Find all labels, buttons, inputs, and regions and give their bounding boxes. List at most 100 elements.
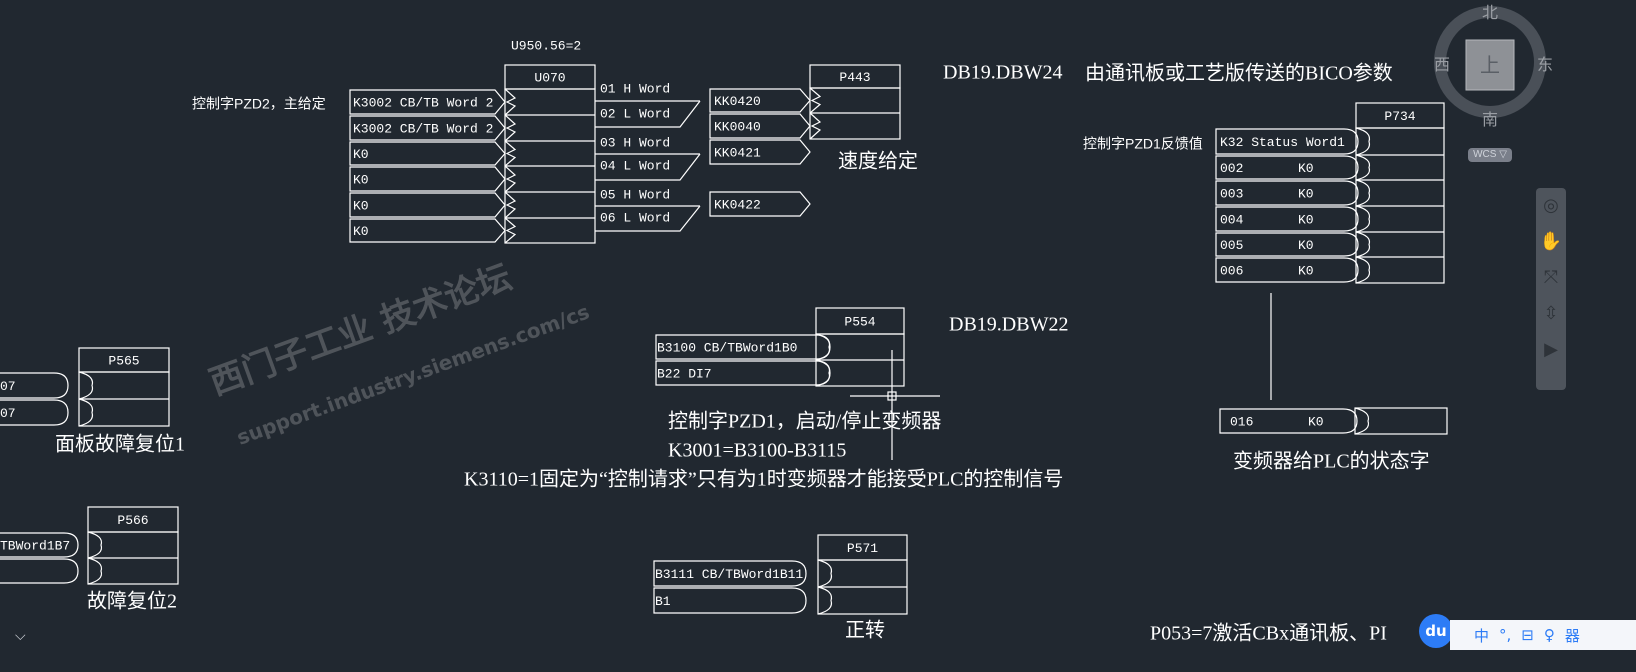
viewcube-face[interactable]	[1465, 39, 1515, 91]
kk-connector[interactable]: KK0421	[709, 139, 811, 165]
connector-label: 07	[0, 406, 16, 421]
ime-language-toggle[interactable]: 中	[1474, 626, 1490, 645]
connector-label: B3100 CB/TBWord1B0	[657, 340, 797, 355]
u070-input[interactable]: K0	[349, 141, 506, 166]
u070-input[interactable]: K0	[349, 218, 506, 243]
input-socket	[809, 112, 822, 140]
output-wire	[595, 153, 701, 181]
chevron-down-icon[interactable]: ⌵	[15, 628, 26, 644]
connector-label: KK0040	[714, 119, 761, 134]
p554-block[interactable]: P554	[815, 307, 905, 387]
u070-block[interactable]: U070	[504, 64, 596, 244]
output-wire	[595, 100, 701, 128]
p565-input[interactable]: 07	[0, 399, 69, 426]
p734-input[interactable]: K32 Status Word1	[1215, 128, 1359, 155]
connector-value: K0	[1298, 238, 1314, 253]
connector-shape	[1219, 408, 1358, 434]
connector-shape	[349, 89, 506, 115]
connector-shape	[709, 139, 811, 165]
connector-label: K0	[353, 198, 369, 213]
compass-east[interactable]: 东	[1537, 55, 1553, 74]
orbit-icon[interactable]: ⇳	[1543, 303, 1559, 324]
ime-menu-icon[interactable]: 器	[1564, 626, 1580, 645]
compass-ring[interactable]	[1434, 6, 1546, 118]
input-socket	[817, 559, 833, 588]
kk-connector[interactable]: KK0422	[709, 191, 811, 217]
ime-toolbox-icon[interactable]: ⊟	[1521, 626, 1534, 644]
connector-shape	[1215, 155, 1359, 180]
u070-input[interactable]: K0	[349, 166, 506, 192]
p571-block[interactable]: P571	[817, 534, 908, 615]
viewcube[interactable]: 上 北 南 西 东	[1434, 3, 1553, 129]
compass-north[interactable]: 北	[1482, 3, 1498, 22]
wcs-dropdown[interactable]: WCS ▽	[1468, 148, 1512, 162]
p565-block[interactable]: P565	[78, 347, 170, 427]
showmotion-icon[interactable]: ▶	[1544, 339, 1558, 360]
input-socket	[1355, 205, 1371, 233]
input-socket	[78, 398, 94, 427]
pan-hand-icon[interactable]: ✋	[1539, 231, 1563, 252]
output-wire	[595, 205, 701, 232]
u070-input[interactable]: K3002 CB/TB Word 2	[349, 115, 506, 141]
p565-caption: 面板故障复位1	[55, 433, 185, 456]
connector-label: KK0421	[714, 145, 761, 160]
connector-shape	[349, 166, 506, 192]
steering-wheel-icon[interactable]: ◎	[1543, 195, 1559, 216]
connector-shape	[1215, 206, 1359, 232]
input-socket	[1355, 231, 1371, 258]
connector-label: K0	[353, 224, 369, 239]
p734-extra-block[interactable]	[1354, 407, 1448, 435]
p734-block[interactable]: P734	[1355, 102, 1445, 284]
ime-user-icon[interactable]: ♀	[1543, 626, 1555, 644]
connector-label: 004	[1220, 212, 1244, 227]
connector-label: 005	[1220, 238, 1243, 253]
p566-block[interactable]: P566	[87, 506, 179, 585]
input-socket	[504, 191, 517, 219]
input-socket	[504, 88, 517, 116]
compass-south[interactable]: 南	[1482, 110, 1498, 129]
u070-input[interactable]: K0	[349, 192, 506, 218]
baidu-ime-logo[interactable]: du	[1419, 614, 1453, 648]
connector-shape	[1215, 180, 1359, 206]
ime-punctuation-toggle[interactable]: °,	[1499, 626, 1512, 644]
connector-value: K0	[1298, 263, 1314, 278]
p566-input[interactable]	[0, 558, 79, 584]
p443-block[interactable]: P443	[809, 64, 901, 140]
connector-shape	[0, 558, 79, 584]
viewcube-face-label: 上	[1480, 53, 1500, 77]
compass-west[interactable]: 西	[1434, 55, 1450, 74]
connector-label: 002	[1220, 161, 1243, 176]
kk-connector[interactable]: KK0420	[709, 88, 811, 113]
p734-input[interactable]: 005 K0	[1215, 232, 1359, 257]
p734-input-label: 控制字PZD1反馈值	[1083, 136, 1203, 152]
connector-shape	[709, 113, 811, 139]
connector-shape	[349, 192, 506, 218]
p554-input[interactable]: B3100 CB/TBWord1B0	[655, 334, 831, 360]
connector-shape	[349, 115, 506, 141]
p566-input[interactable]: TBWord1B7	[0, 532, 79, 558]
connector-label: KK0420	[714, 94, 761, 109]
connector-label: TBWord1B7	[0, 538, 70, 553]
p571-input[interactable]: B1	[653, 587, 807, 614]
kk-connector[interactable]: KK0040	[709, 113, 811, 139]
p571-input[interactable]: B3111 CB/TBWord1B11	[653, 560, 807, 587]
p554-note: K3001=B3100-B3115	[668, 440, 846, 462]
p554-db-address: DB19.DBW22	[949, 314, 1068, 336]
u070-input[interactable]: K3002 CB/TB Word 2	[349, 89, 506, 115]
p554-input[interactable]: B22 DI7	[655, 360, 831, 386]
input-socket	[504, 217, 517, 244]
zoom-extents-icon[interactable]: ⤧	[1543, 267, 1559, 288]
p554-note: 控制字PZD1，启动/停止变频器	[668, 410, 941, 433]
connector-label: K0	[353, 172, 369, 187]
block-title: P443	[839, 70, 870, 85]
connector-label: B1	[655, 594, 671, 609]
p565-input[interactable]: 07	[0, 372, 69, 399]
p554-note: K3110=1固定为“控制请求”只有为1时变频器才能接受PLC的控制信号	[464, 468, 1063, 491]
input-socket	[504, 114, 517, 142]
